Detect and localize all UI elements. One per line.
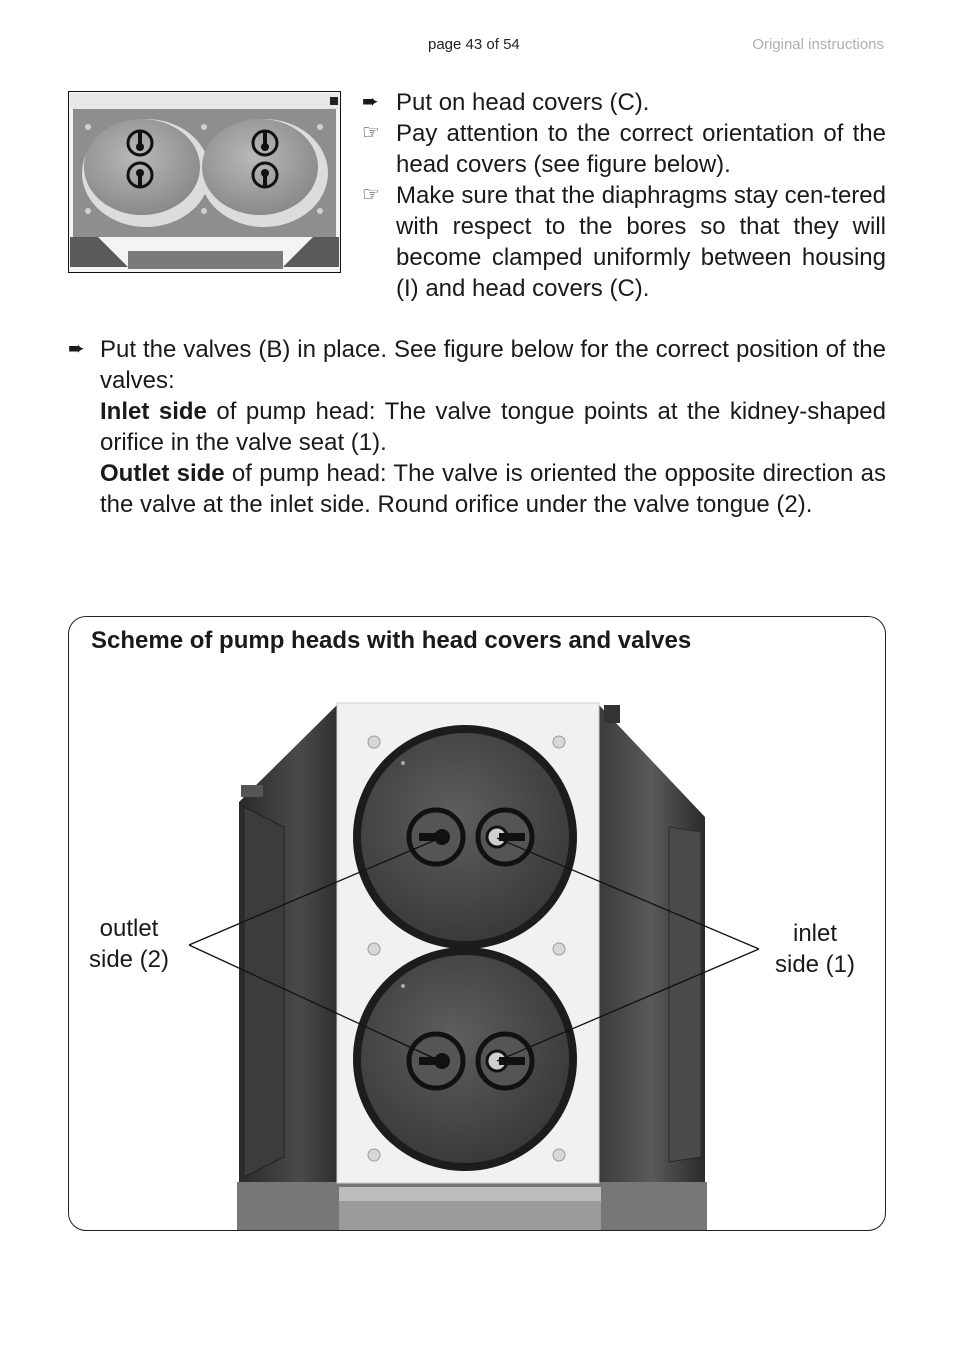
- step-put-on-head-covers: ➨ Put on head covers (C).: [362, 87, 886, 118]
- pump-head-illustration: [188, 702, 760, 1230]
- outlet-side-paragraph: Outlet side of pump head: The valve is o…: [100, 458, 886, 520]
- inlet-side-paragraph: Inlet side of pump head: The valve tongu…: [100, 396, 886, 458]
- inlet-side-label: Inlet side: [100, 398, 207, 425]
- outlet-side-label: Outlet side: [100, 460, 225, 487]
- inlet-side-text: of pump head: The valve tongue points at…: [100, 398, 886, 456]
- inlet-side-callout: inlet side (1): [765, 918, 865, 980]
- page-header: page 43 of 54 Original instructions: [0, 36, 954, 56]
- inlet-callout-line1: inlet: [792, 920, 838, 947]
- outlet-side-text: of pump head: The valve is oriented the …: [100, 460, 886, 518]
- head-cover-steps: ➨ Put on head covers (C). ☞ Pay attentio…: [362, 87, 886, 304]
- valve-placement-step: ➨ Put the valves (B) in place. See figur…: [68, 334, 886, 520]
- pump-heads-photo: [68, 91, 341, 273]
- step-text: Put on head covers (C).: [396, 89, 650, 116]
- note-orientation: ☞ Pay attention to the correct orientati…: [362, 118, 886, 180]
- inlet-callout-line2: side (1): [774, 951, 856, 978]
- note-text: Pay attention to the correct orientation…: [396, 120, 886, 178]
- pointing-hand-icon: ☞: [362, 184, 380, 206]
- pump-head-scheme-figure: Scheme of pump heads with head covers an…: [68, 616, 886, 1231]
- arrow-icon: ➨: [68, 338, 85, 360]
- step-put-valves: ➨ Put the valves (B) in place. See figur…: [68, 334, 886, 520]
- figure-title: Scheme of pump heads with head covers an…: [91, 627, 692, 654]
- outlet-side-callout: outlet side (2): [77, 913, 181, 975]
- note-text: Make sure that the diaphragms stay cen-t…: [396, 182, 886, 302]
- arrow-icon: ➨: [362, 91, 379, 113]
- note-diaphragms-centered: ☞ Make sure that the diaphragms stay cen…: [362, 180, 886, 304]
- outlet-callout-line1: outlet: [99, 915, 159, 942]
- page-number: page 43 of 54: [428, 36, 520, 53]
- outlet-callout-line2: side (2): [88, 946, 170, 973]
- document-type: Original instructions: [752, 36, 884, 53]
- step-intro: Put the valves (B) in place. See figure …: [100, 336, 886, 394]
- pointing-hand-icon: ☞: [362, 122, 380, 144]
